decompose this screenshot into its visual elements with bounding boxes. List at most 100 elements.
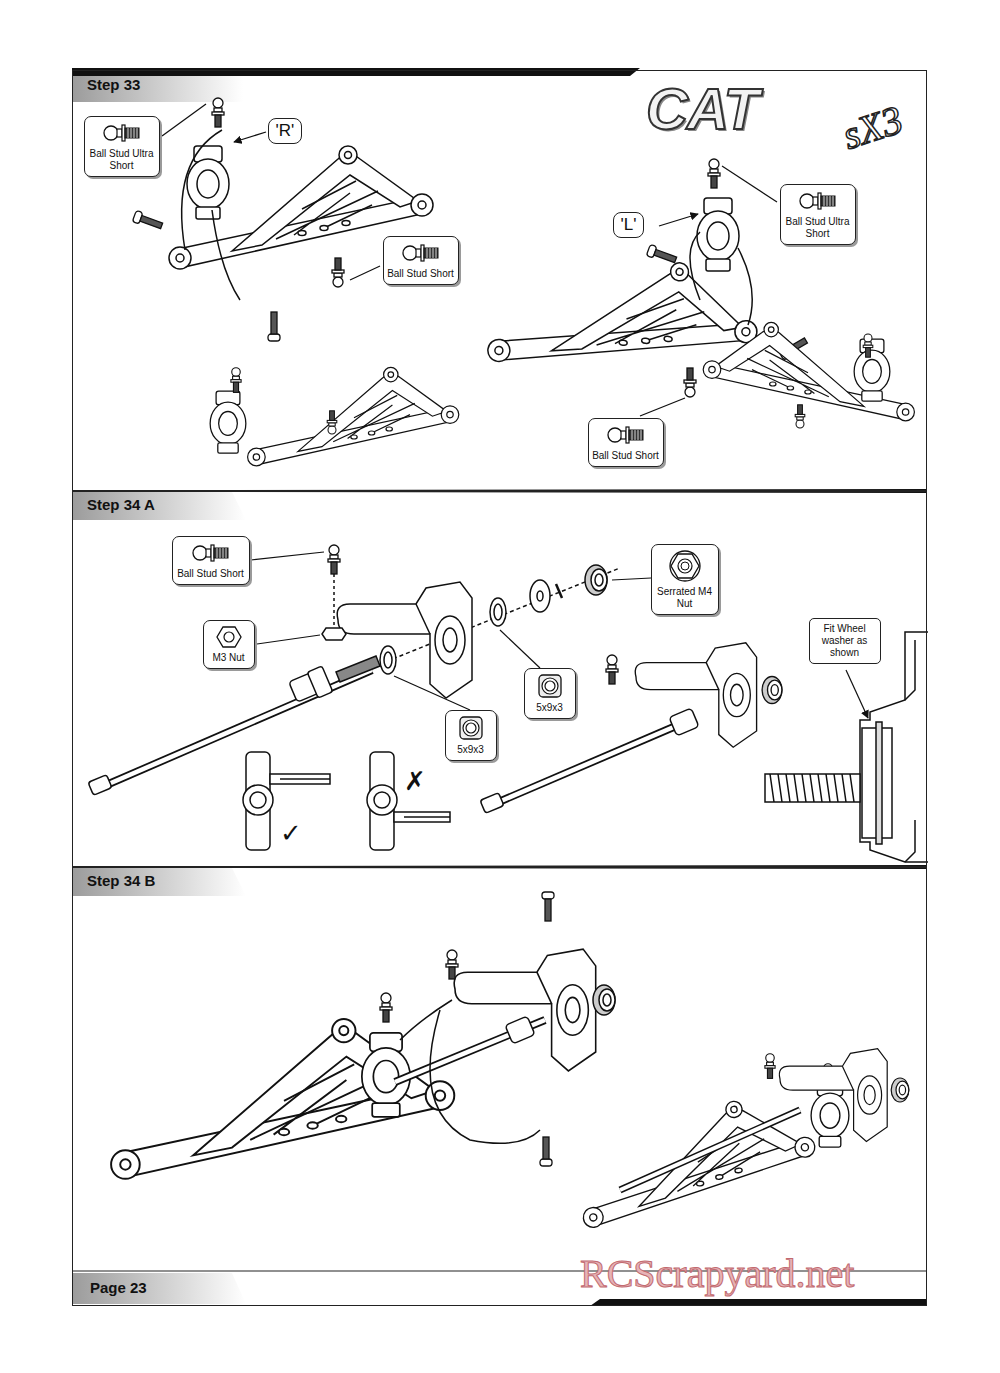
node-text: M3 Nut (207, 652, 251, 664)
illustration-part (217, 627, 241, 647)
illustration-part (336, 656, 380, 682)
step-panel: Step 34 B (72, 866, 927, 1306)
page-number: Page 23 (90, 1279, 147, 1297)
step34a-leaders (251, 552, 868, 718)
illustration-part (125, 128, 139, 138)
illustration-part (542, 892, 554, 921)
illustration-part (404, 816, 450, 818)
illustration-part (905, 820, 915, 862)
illustration-part (367, 785, 397, 815)
node-text: 5x9x3 (528, 702, 572, 714)
nut-icon (216, 625, 242, 649)
illustration-part (88, 775, 112, 796)
step33-leaders (162, 104, 777, 416)
ball-stud-icon (798, 189, 838, 213)
part-callout: Ball Stud Short (172, 536, 250, 585)
illustration-part (104, 670, 372, 786)
illustration-part (612, 578, 651, 580)
illustration-part (846, 670, 868, 718)
illustration-part (128, 128, 137, 138)
illustration-part (606, 655, 618, 684)
illustration-part (328, 545, 340, 574)
part-callout: Ball Stud Short (383, 236, 459, 285)
illustration-part (621, 431, 626, 439)
illustration-part (400, 1000, 540, 1143)
illustration-part (765, 774, 860, 802)
part-callout: 5x9x3 (524, 668, 576, 719)
node-text: 5x9x3 (449, 744, 493, 756)
watermark: RCScrapyard.net (580, 1254, 854, 1294)
illustration-part (394, 812, 450, 822)
ball-stud-icon (102, 121, 142, 145)
illustration-part (678, 559, 692, 573)
illustration-part (620, 1110, 800, 1190)
illustration-part (556, 584, 562, 598)
illustration-part (307, 666, 333, 698)
page-frame (72, 68, 927, 1306)
illustration-part (231, 368, 241, 393)
illustration-part (670, 551, 700, 581)
illustration-part (243, 785, 273, 815)
illustration-part (620, 1110, 800, 1190)
brand-logo: CAT (646, 80, 758, 138)
illustration-part (480, 793, 504, 814)
step34a-exploded (88, 545, 620, 795)
illustration-part (891, 1078, 909, 1102)
orientation-check-icons (243, 752, 450, 850)
illustration-part (322, 628, 346, 640)
illustration-part (545, 681, 555, 691)
side-tag: 'L' (613, 212, 645, 238)
ball-stud-icon (191, 541, 231, 565)
illustration-part (811, 1081, 849, 1147)
node-text: Serrated M4 Nut (655, 586, 715, 610)
illustration-part (860, 632, 928, 862)
illustration-part (824, 196, 833, 206)
side-tag: 'R' (268, 118, 303, 144)
illustration-part (500, 630, 540, 668)
illustration-part (505, 1016, 535, 1044)
illustration-part (234, 132, 266, 142)
illustration-part (374, 792, 390, 808)
illustration-part (821, 196, 835, 206)
illustration-part (214, 548, 228, 558)
serrated-nut-icon (667, 549, 703, 583)
illustration-part (590, 1299, 927, 1306)
step33-right-arm (486, 159, 808, 397)
illustration-part (690, 232, 700, 300)
illustration-part (608, 428, 622, 442)
illustration-part (424, 248, 438, 258)
illustration-part (217, 548, 226, 558)
illustration-part (573, 1093, 821, 1228)
illustration-part (454, 949, 596, 1071)
illustration-part (530, 580, 550, 612)
illustration-part (187, 146, 229, 219)
step33-right-assembled (703, 322, 914, 428)
illustration-part (494, 720, 690, 804)
illustration-part (212, 98, 224, 127)
illustration-part (770, 774, 854, 802)
node-text: 'L' (621, 215, 637, 234)
illustration-part (206, 549, 211, 557)
correct-mark: ✓ (280, 820, 302, 846)
illustration-part (380, 646, 396, 674)
illustration-part (333, 574, 335, 626)
illustration-part (248, 367, 459, 465)
step34a-assembled (480, 643, 782, 814)
illustration-part (327, 411, 337, 434)
illustration-part (268, 312, 280, 341)
illustration-part (640, 398, 685, 416)
illustration-part (111, 1019, 454, 1179)
illustration-part (403, 246, 417, 260)
part-callout: Serrated M4 Nut (651, 544, 719, 615)
illustration-part (257, 635, 320, 644)
illustration-part (762, 677, 782, 704)
bearing-icon (458, 715, 484, 741)
illustration-part (585, 565, 607, 595)
node-text: Ball Stud Ultra Short (88, 148, 156, 172)
illustration-part (224, 632, 234, 642)
illustration-part (813, 197, 818, 205)
illustration-part (669, 708, 699, 736)
illustration-part (416, 249, 421, 257)
wrong-mark: ✗ (404, 768, 426, 794)
illustration-part (542, 678, 558, 694)
